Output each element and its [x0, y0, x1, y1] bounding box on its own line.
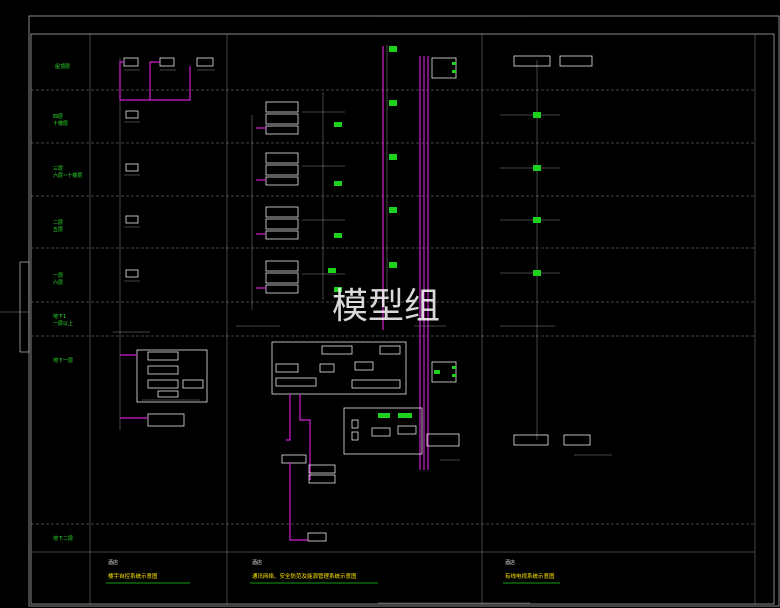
floor-label-1: 一层六层 — [53, 273, 63, 286]
floor-label-b1: 地下一层 — [53, 357, 73, 364]
title-block: 酒店 楼宇自控系统示意图 酒店 通讯网络、安全防范及能源管理系统示意图 酒店 有… — [106, 559, 560, 584]
floor-label-b2: 地下二层 — [53, 535, 73, 542]
diagram-title-bas: 楼宇自控系统示意图 — [108, 572, 158, 580]
section-label-1: 酒店 — [108, 559, 118, 566]
side-tab — [19, 261, 30, 353]
floor-label-3: 三层六层~十楼层 — [53, 166, 82, 179]
bas-section — [113, 57, 215, 430]
floor-label-4: 四层十楼层 — [53, 114, 68, 127]
floor-label-roof: 屋顶层 — [55, 64, 70, 70]
floor-unit-2 — [256, 206, 397, 240]
control-room-box — [271, 341, 407, 395]
floor-unit-1 — [256, 260, 397, 294]
inner-frame — [30, 33, 775, 605]
section-label-2: 酒店 — [252, 559, 262, 566]
floor-label-2: 二层五层 — [53, 220, 63, 233]
diagram-title-telecom: 通讯网络、安全防范及能源管理系统示意图 — [252, 572, 357, 580]
floor-unit-3 — [256, 152, 397, 186]
catv-section — [500, 55, 612, 456]
watermark-text: 模型组 — [332, 286, 440, 327]
telecom-section — [236, 45, 460, 542]
diagram-title-catv: 有线电视系统示意图 — [505, 572, 555, 580]
section-label-3: 酒店 — [505, 559, 515, 566]
floor-unit-4 — [256, 100, 397, 135]
